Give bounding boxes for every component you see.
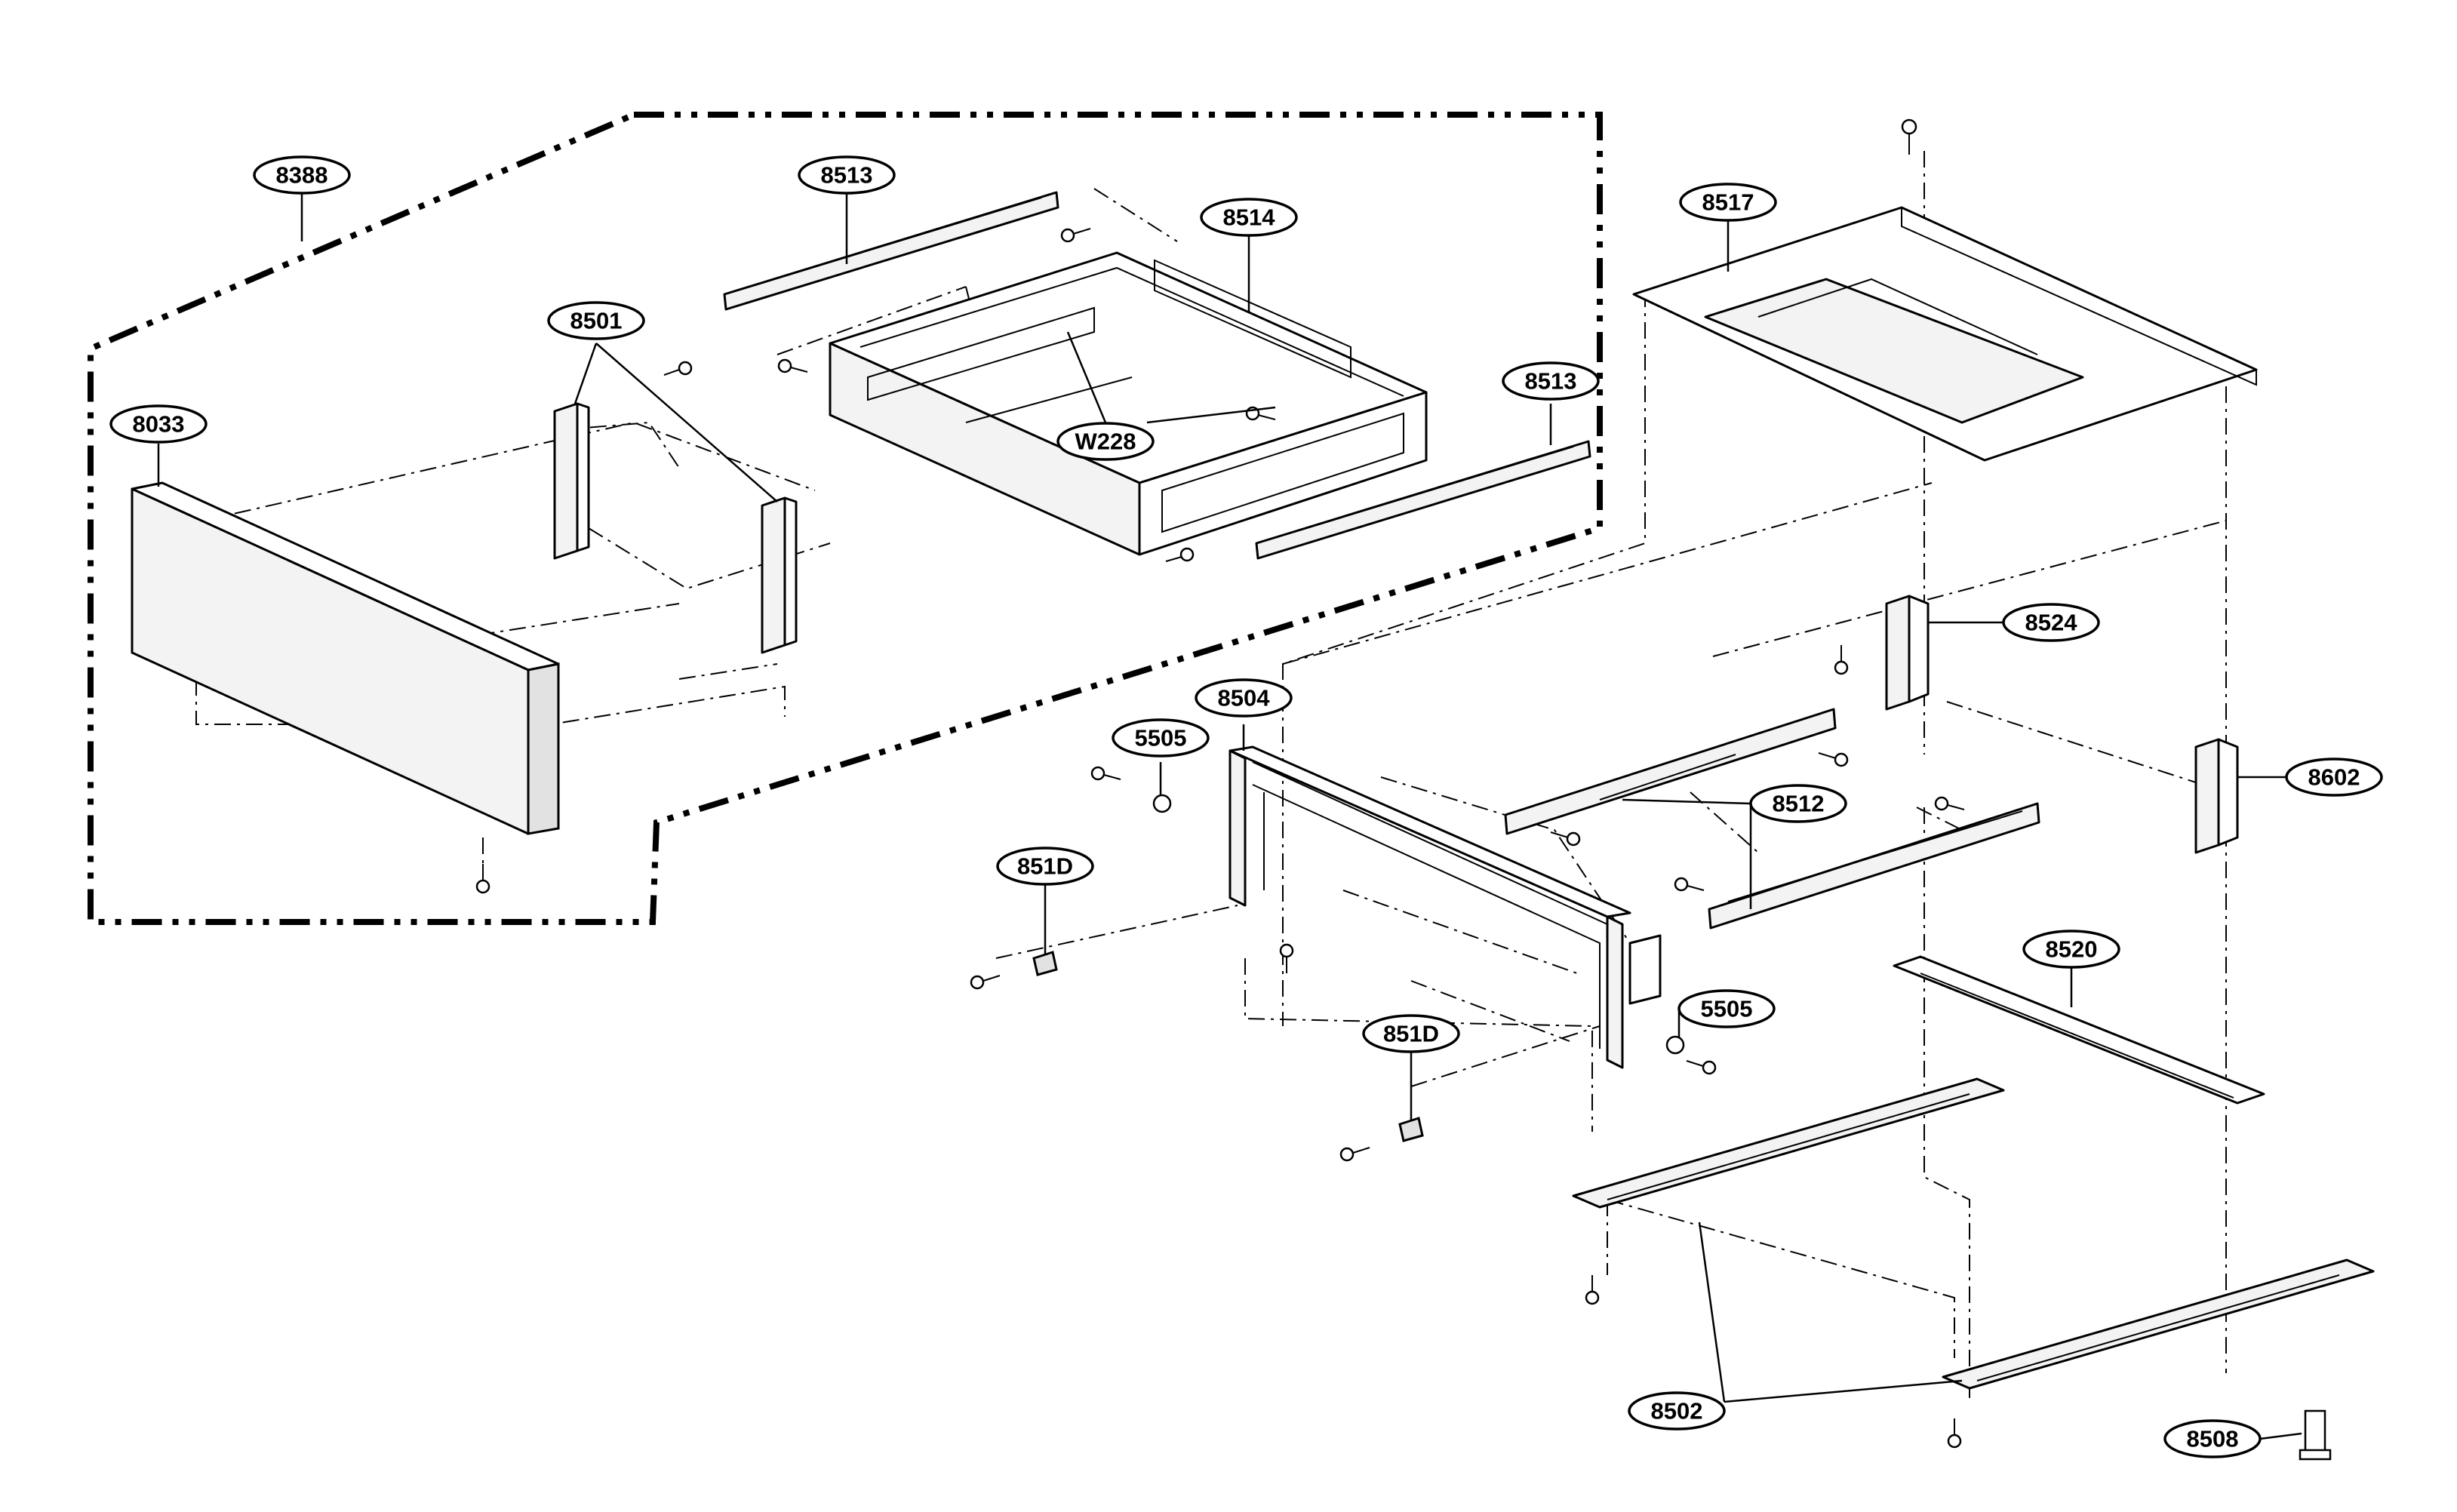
- screw-icon: [1279, 943, 1294, 973]
- washer-icon: [1152, 794, 1172, 813]
- screw-icon: [1686, 1060, 1717, 1075]
- part-label-8508: 8508: [2163, 1419, 2262, 1458]
- svg-text:8508: 8508: [2187, 1426, 2239, 1452]
- part-label-8033: 8033: [109, 404, 208, 444]
- bracket-8524: [1885, 595, 1930, 711]
- screw-icon: [1834, 645, 1849, 675]
- part-label-8388: 8388: [253, 155, 351, 195]
- svg-text:8512: 8512: [1773, 791, 1825, 817]
- svg-text:8517: 8517: [1702, 189, 1754, 216]
- front-frame-8504: [1228, 745, 1662, 1069]
- svg-text:8513: 8513: [1525, 368, 1577, 395]
- svg-text:851D: 851D: [1383, 1021, 1439, 1047]
- slide-rails-8512: [1504, 708, 2040, 930]
- screw-icon: [1550, 831, 1581, 847]
- drawer-assembly-boundary: [88, 112, 1603, 925]
- screws: [475, 118, 2332, 1461]
- base-rail-8502-b: [1942, 1258, 2375, 1390]
- screw-icon: [1947, 1418, 1962, 1449]
- part-label-8517: 8517: [1679, 183, 1777, 222]
- svg-text:W228: W228: [1075, 429, 1136, 455]
- svg-text:5505: 5505: [1135, 725, 1187, 751]
- hinge-851D-a: [1032, 951, 1058, 976]
- part-label-8512: 8512: [1749, 784, 1847, 823]
- svg-text:8388: 8388: [276, 162, 328, 189]
- screw-icon: [1339, 1147, 1370, 1162]
- screw-icon: [1674, 877, 1705, 892]
- screw-icon: [1901, 118, 1917, 155]
- svg-text:851D: 851D: [1017, 853, 1073, 880]
- svg-text:5505: 5505: [1701, 996, 1753, 1022]
- part-label-851D-lower: 851D: [1362, 1014, 1460, 1053]
- svg-text:8514: 8514: [1223, 204, 1276, 231]
- part-labels: 8388 8513 8514 8517 8501 8033 W228 8513: [109, 155, 2383, 1458]
- part-label-5505-upper: 5505: [1112, 718, 1210, 758]
- bracket-8602: [2194, 738, 2239, 854]
- slide-rail-8513-upper: [723, 191, 1059, 311]
- screw-icon: [1934, 796, 1965, 811]
- screw-icon: [777, 358, 808, 373]
- drawer-tub-8514: [829, 251, 1428, 556]
- part-label-8502: 8502: [1628, 1391, 1726, 1431]
- svg-text:8033: 8033: [133, 411, 185, 438]
- part-label-8524: 8524: [2002, 603, 2100, 642]
- part-label-5505-lower: 5505: [1677, 989, 1776, 1028]
- part-label-8513-upper: 8513: [798, 155, 896, 195]
- screw-icon: [970, 975, 1001, 990]
- svg-text:8501: 8501: [570, 308, 623, 334]
- tray-8520: [1893, 955, 2265, 1105]
- screw-icon: [1818, 752, 1849, 767]
- part-label-8501: 8501: [547, 301, 645, 340]
- top-cover-8517: [1632, 206, 2258, 462]
- svg-text:8502: 8502: [1651, 1398, 1703, 1424]
- part-label-8602: 8602: [2285, 758, 2383, 797]
- screw-icon: [1585, 1275, 1600, 1305]
- svg-text:8504: 8504: [1218, 685, 1271, 711]
- part-label-8504: 8504: [1195, 678, 1293, 718]
- screw-icon: [1165, 547, 1195, 562]
- part-label-W228: W228: [1056, 422, 1155, 461]
- screw-icon: [663, 361, 693, 376]
- base-rail-8502-a: [1572, 1077, 2005, 1209]
- part-label-851D-upper: 851D: [996, 847, 1094, 886]
- part-label-8520: 8520: [2022, 930, 2120, 969]
- hinge-851D-b: [1398, 1117, 1424, 1142]
- leveling-foot-icon: [2299, 1409, 2332, 1461]
- screw-icon: [475, 864, 490, 894]
- slide-rail-8513-lower: [1255, 440, 1591, 560]
- drawer-brackets-8501: [553, 402, 798, 654]
- screw-icon: [1060, 228, 1091, 243]
- svg-text:8602: 8602: [2308, 764, 2360, 791]
- svg-text:8524: 8524: [2025, 610, 2078, 636]
- washer-icon: [1665, 1035, 1685, 1055]
- screw-icon: [1090, 766, 1121, 781]
- part-label-8514: 8514: [1200, 198, 1298, 237]
- part-label-8513-lower: 8513: [1502, 361, 1600, 401]
- svg-text:8513: 8513: [821, 162, 873, 189]
- drawer-front-panel-8033: [131, 481, 560, 835]
- svg-text:8520: 8520: [2046, 936, 2098, 963]
